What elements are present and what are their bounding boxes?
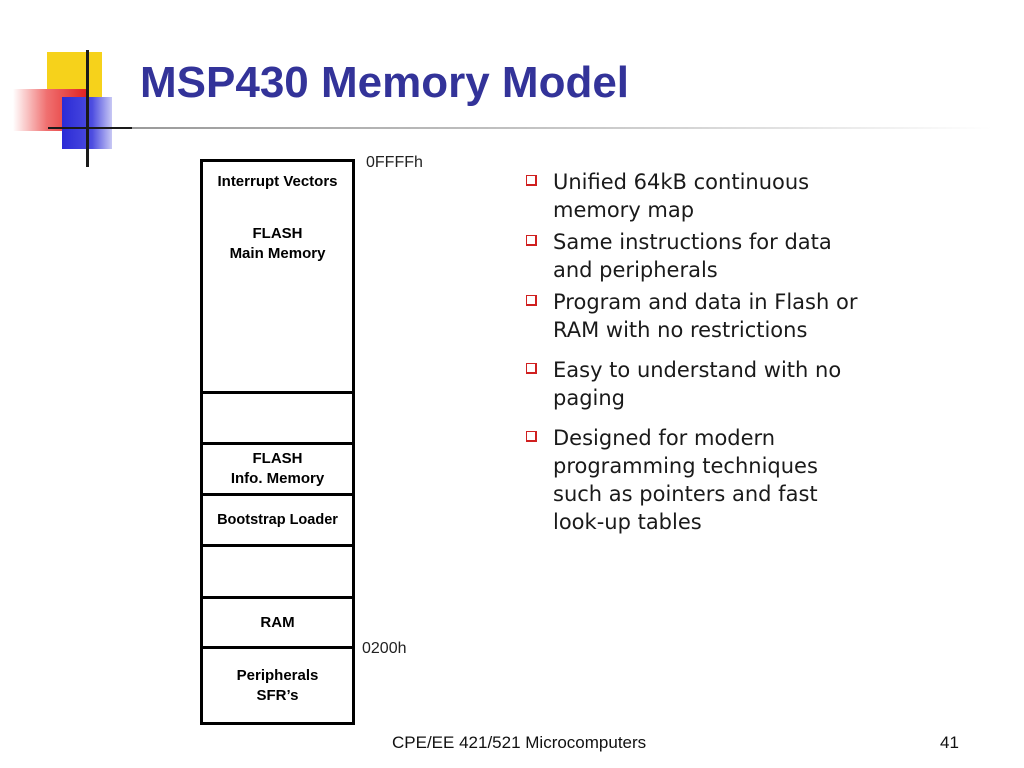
title-rule: [132, 127, 992, 129]
memory-block-bootstrap-loader: Bootstrap Loader: [200, 493, 355, 544]
memory-block-label: FLASH: [252, 450, 303, 467]
bullet-text: Easy to understand with no paging: [553, 358, 842, 410]
memory-block-ram: RAM: [200, 596, 355, 646]
logo-horizontal-line: [48, 127, 132, 129]
bullet-item: Same instructions for data and periphera…: [525, 228, 865, 284]
logo-vertical-line: [86, 50, 89, 167]
bullet-text: Same instructions for data and periphera…: [553, 230, 832, 282]
memory-block-label: Main Memory: [229, 245, 326, 262]
bullet-text: Program and data in Flash or RAM with no…: [553, 290, 858, 342]
memory-block-label: Peripherals: [236, 666, 319, 684]
memory-block-label: SFR’s: [256, 686, 299, 704]
slide-logo-icon: [0, 0, 160, 175]
memory-block-flash-info: FLASH Info. Memory: [200, 442, 355, 493]
bullet-item: Unified 64kB continuous memory map: [525, 168, 865, 224]
address-label-ram: 0200h: [362, 640, 407, 657]
bullet-item: Designed for modern programming techniqu…: [525, 424, 865, 536]
memory-block-empty: [200, 391, 355, 442]
bullet-list: Unified 64kB continuous memory map Same …: [525, 168, 865, 536]
memory-block-label: FLASH: [252, 225, 303, 242]
checkbox-bullet-icon: [526, 363, 537, 374]
memory-block-label: Info. Memory: [230, 470, 325, 487]
memory-block-label: Interrupt Vectors: [217, 173, 338, 190]
checkbox-bullet-icon: [526, 235, 537, 246]
bullet-text: Designed for modern programming techniqu…: [553, 426, 818, 534]
memory-block-peripherals: Peripherals SFR’s: [200, 646, 355, 725]
memory-block-label: RAM: [260, 613, 295, 631]
slide-title: MSP430 Memory Model: [140, 58, 630, 107]
page-number: 41: [940, 733, 959, 752]
memory-map: Interrupt Vectors FLASH Main Memory FLAS…: [200, 159, 355, 725]
slide-footer: CPE/EE 421/521 Microcomputers: [392, 733, 647, 752]
bullet-item: Program and data in Flash or RAM with no…: [525, 288, 865, 344]
checkbox-bullet-icon: [526, 175, 537, 186]
bullet-item: Easy to understand with no paging: [525, 356, 865, 412]
address-label-top: 0FFFFh: [366, 154, 423, 171]
memory-block-label: Bootstrap Loader: [217, 512, 338, 528]
memory-block-empty: [200, 544, 355, 596]
memory-block-flash-main: Interrupt Vectors FLASH Main Memory: [200, 159, 355, 391]
bullet-text: Unified 64kB continuous memory map: [553, 170, 810, 222]
checkbox-bullet-icon: [526, 431, 537, 442]
checkbox-bullet-icon: [526, 295, 537, 306]
